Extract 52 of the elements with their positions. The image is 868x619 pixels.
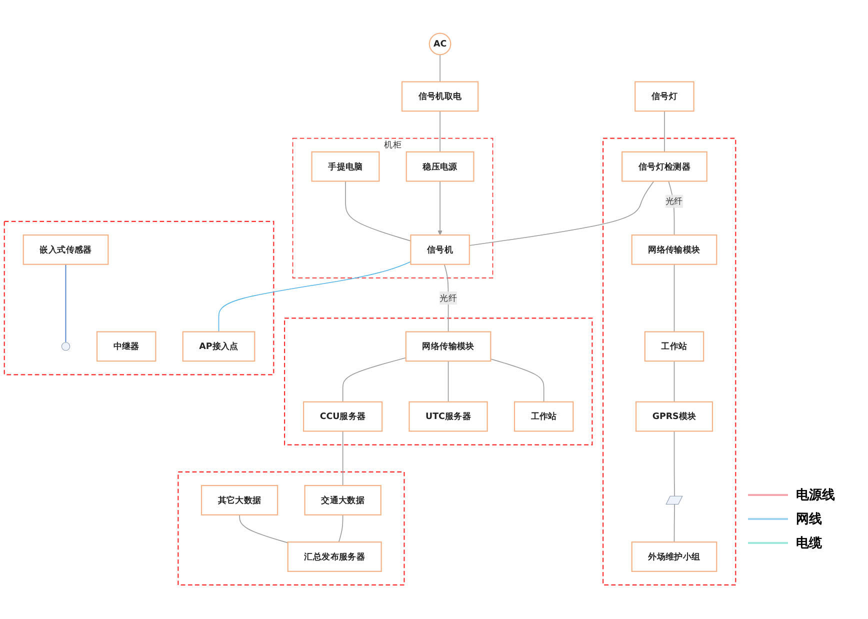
connector xyxy=(674,431,675,498)
connector xyxy=(342,431,344,486)
legend-text: 电缆 xyxy=(796,535,822,552)
node-box xyxy=(408,402,488,432)
node-box xyxy=(514,402,574,432)
node-box xyxy=(406,152,474,182)
node-circle xyxy=(428,33,452,56)
cluster xyxy=(602,138,736,586)
node-box xyxy=(22,234,109,266)
cluster xyxy=(284,318,593,446)
arrow xyxy=(438,181,442,236)
connector xyxy=(444,264,449,332)
cluster xyxy=(4,221,274,376)
node-box xyxy=(410,234,470,266)
node-box xyxy=(622,152,708,182)
node-picture xyxy=(666,496,683,505)
edge-label: 光纤 xyxy=(440,292,457,304)
connector xyxy=(338,514,344,543)
node-box xyxy=(405,332,492,362)
legend-text: 电源线 xyxy=(796,487,835,504)
cluster xyxy=(292,138,494,279)
connector xyxy=(674,264,675,332)
connector xyxy=(342,358,406,403)
connector xyxy=(674,504,675,543)
node-box xyxy=(304,485,382,516)
legend-text: 网线 xyxy=(796,511,822,528)
node-box xyxy=(182,332,256,362)
node-box xyxy=(303,402,383,432)
connector xyxy=(468,181,654,246)
connector xyxy=(65,264,66,344)
node-box xyxy=(635,402,714,432)
connector xyxy=(664,111,665,153)
node-box xyxy=(96,332,156,362)
node-box xyxy=(631,542,718,572)
node-box xyxy=(200,485,278,516)
connector xyxy=(218,262,412,332)
node-box xyxy=(631,234,718,266)
connector xyxy=(668,181,675,236)
node-box xyxy=(644,332,704,362)
node-circle xyxy=(61,342,70,352)
connector xyxy=(239,514,288,544)
node-box xyxy=(634,82,694,112)
node-box xyxy=(311,152,380,182)
node-box xyxy=(287,542,382,572)
edge-label: 光纤 xyxy=(666,196,683,207)
node-box xyxy=(401,82,479,112)
connector xyxy=(345,181,412,242)
system-diagram: AC 信号机取电 信号灯 机柜 手提电脑 稳压电源 信号灯检测器 光纤 嵌入式传感器 信号机 网络传输模块 光纤 中继器 AP接入点 网络传输模块 工作站 CCU服务器 UTC服务器 工作站 GPRS模块 其它大数据 交通大数据 汇总发布服务器 外场维护小组 xyxy=(0,29,740,590)
cluster xyxy=(178,472,405,586)
connector xyxy=(448,361,449,403)
connector xyxy=(490,358,544,403)
connector xyxy=(674,361,675,403)
